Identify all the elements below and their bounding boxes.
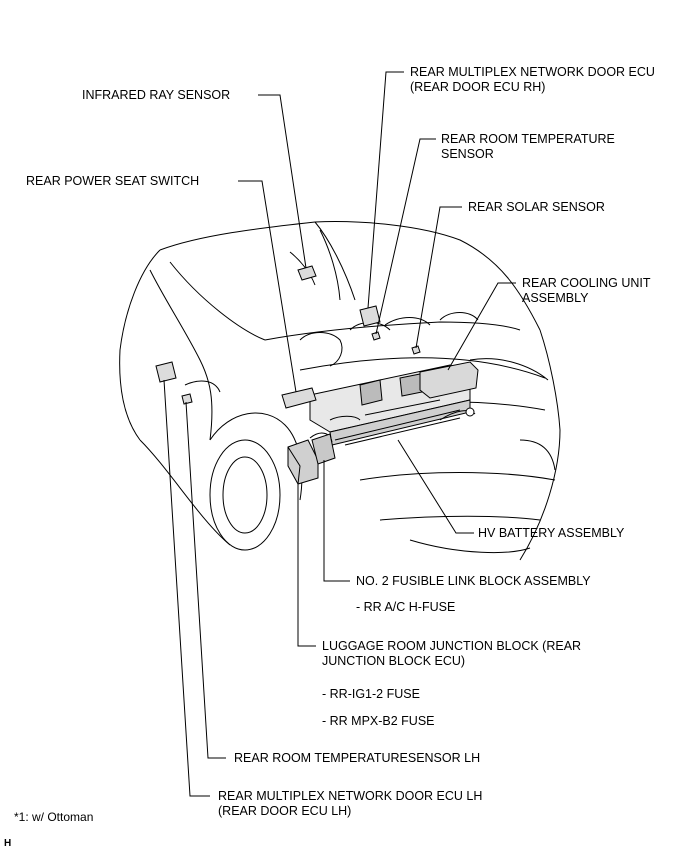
luggage-sub-label-2: - RR MPX-B2 FUSE (322, 714, 435, 728)
hv-battery-label: HV BATTERY ASSEMBLY (478, 526, 625, 540)
rear-door-ecu-lh-icon (155, 361, 177, 383)
rear-power-seat-switch-label: REAR POWER SEAT SWITCH (26, 174, 200, 188)
fusible-sub-label: - RR A/C H-FUSE (356, 600, 456, 614)
rear-room-temp-lh-label: REAR ROOM TEMPERATURESENSOR LH (234, 751, 481, 765)
rear-mpx-door-ecu-lh-label: REAR MULTIPLEX NETWORK DOOR ECU LH (REAR… (218, 789, 483, 818)
fusible-link-block-icon (311, 433, 336, 465)
rear-cooling-unit-label: REAR COOLING UNIT ASSEMBLY (522, 276, 651, 305)
luggage-junction-block-icon (287, 432, 333, 485)
infrared-ray-sensor-label: INFRARED RAY SENSOR (82, 88, 231, 102)
rear-door-ecu-rh-icon (359, 305, 381, 327)
rear-room-temp-sensor-lh-icon (181, 393, 193, 405)
car-body-outline (119, 221, 561, 561)
rear-power-seat-switch-icon (281, 387, 317, 409)
luggage-sub-label-1: - RR-IG1-2 FUSE (322, 687, 420, 701)
cooling-unit-module (419, 361, 479, 417)
figure-id: H (4, 838, 12, 849)
rear-mpx-door-ecu-rh-label: REAR MULTIPLEX NETWORK DOOR ECU (REAR DO… (410, 65, 655, 94)
leader-lines (163, 71, 516, 797)
footnote: *1: w/ Ottoman (14, 810, 94, 824)
luggage-junction-label: LUGGAGE ROOM JUNCTION BLOCK (REAR JUNCTI… (322, 639, 582, 668)
fusible-link-block-label: NO. 2 FUSIBLE LINK BLOCK ASSEMBLY (356, 574, 591, 588)
rear-room-temp-sensor-label: REAR ROOM TEMPERATURE SENSOR (441, 132, 615, 161)
infrared-ray-sensor-icon (297, 265, 317, 281)
rear-solar-sensor-label: REAR SOLAR SENSOR (468, 200, 605, 214)
